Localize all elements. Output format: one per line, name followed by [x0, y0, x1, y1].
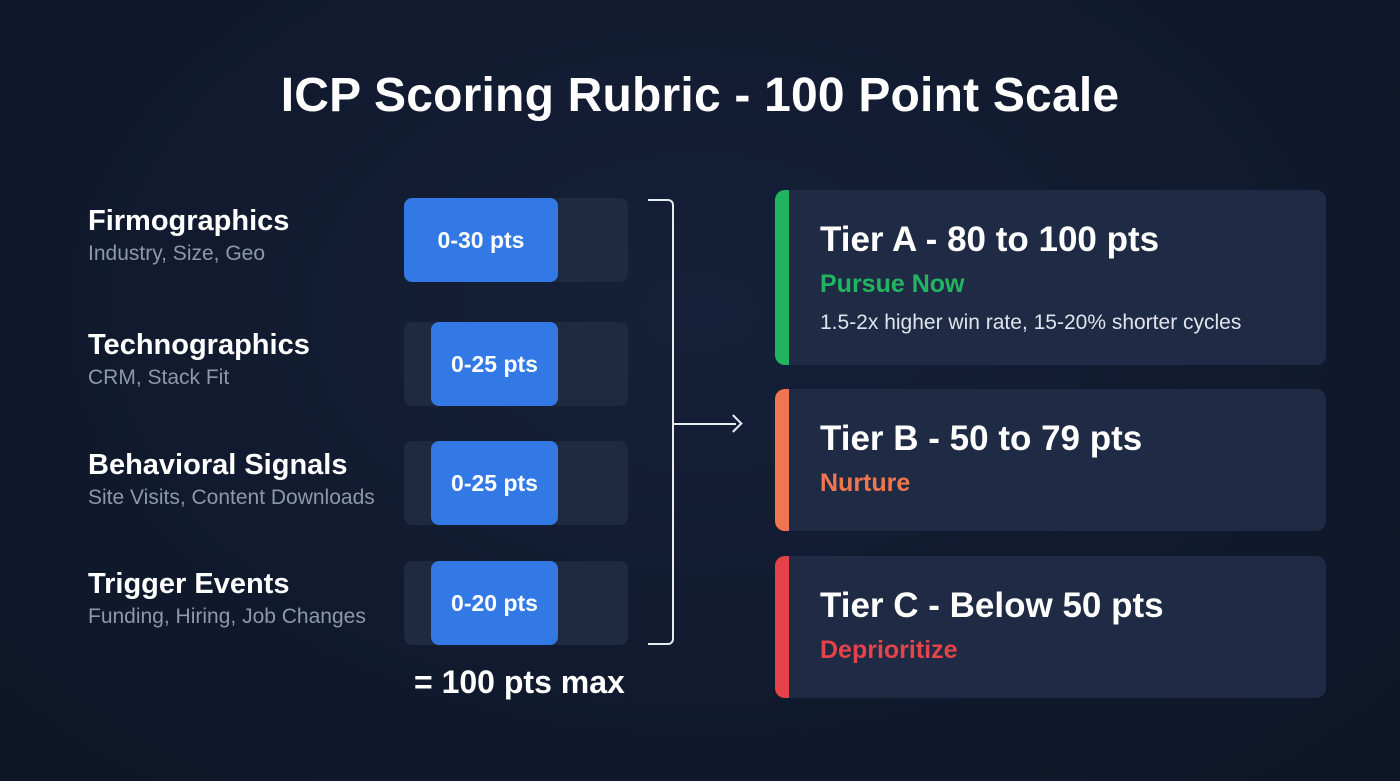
category-trigger-events: Trigger Events Funding, Hiring, Job Chan… [88, 567, 366, 631]
score-track-technographics: 0-25 pts [404, 322, 628, 406]
tier-b-accent-bar [775, 389, 789, 531]
tier-a-card: Tier A - 80 to 100 pts Pursue Now 1.5-2x… [775, 190, 1326, 365]
tier-action: Deprioritize [820, 636, 958, 664]
category-name: Firmographics [88, 205, 290, 237]
tier-note: 1.5-2x higher win rate, 15-20% shorter c… [820, 311, 1242, 334]
score-bar-trigger-events: 0-20 pts [431, 561, 558, 645]
category-name: Technographics [88, 329, 310, 361]
category-description: CRM, Stack Fit [88, 366, 230, 389]
tier-a-accent-bar [775, 190, 789, 365]
score-track-behavioral-signals: 0-25 pts [404, 441, 628, 525]
tier-action: Nurture [820, 469, 911, 497]
arrow-head-icon [724, 414, 743, 433]
score-track-firmographics: 0-30 pts [404, 198, 628, 282]
category-name: Trigger Events [88, 568, 290, 600]
category-description: Industry, Size, Geo [88, 242, 266, 265]
arrow-icon [674, 423, 736, 425]
page-title: ICP Scoring Rubric - 100 Point Scale [280, 69, 1120, 122]
tier-title: Tier B - 50 to 79 pts [820, 419, 1143, 458]
tier-title: Tier C - Below 50 pts [820, 586, 1164, 625]
category-description: Funding, Hiring, Job Changes [88, 605, 366, 628]
tier-c-accent-bar [775, 556, 789, 698]
total-max-score: = 100 pts max [414, 664, 625, 700]
category-name: Behavioral Signals [88, 449, 348, 481]
tier-c-card: Tier C - Below 50 pts Deprioritize [775, 556, 1326, 698]
category-behavioral-signals: Behavioral Signals Site Visits, Content … [88, 448, 375, 512]
score-bar-technographics: 0-25 pts [431, 322, 558, 406]
score-bar-firmographics: 0-30 pts [404, 198, 558, 282]
score-bar-behavioral-signals: 0-25 pts [431, 441, 558, 525]
tier-title: Tier A - 80 to 100 pts [820, 220, 1160, 259]
tier-b-card: Tier B - 50 to 79 pts Nurture [775, 389, 1326, 531]
tier-action: Pursue Now [820, 270, 965, 298]
category-technographics: Technographics CRM, Stack Fit [88, 328, 310, 392]
category-firmographics: Firmographics Industry, Size, Geo [88, 204, 289, 268]
score-track-trigger-events: 0-20 pts [404, 561, 628, 645]
category-description: Site Visits, Content Downloads [88, 486, 375, 509]
bracket-icon [648, 199, 674, 645]
